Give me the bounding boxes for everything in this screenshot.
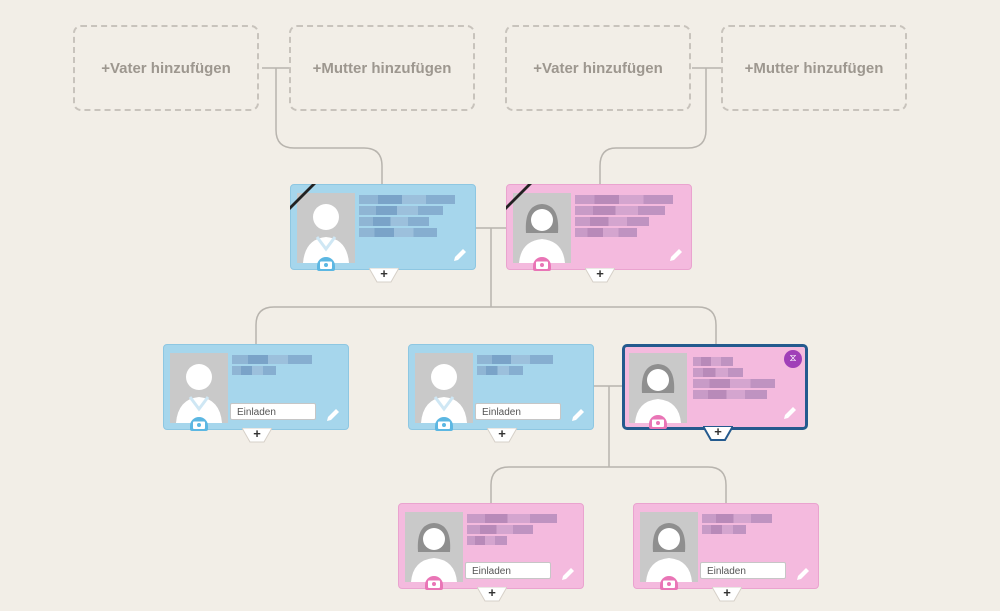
person-silhouette-icon	[513, 193, 571, 263]
plus-icon: +	[380, 266, 388, 281]
blurred-name	[359, 195, 467, 239]
pencil-icon[interactable]	[668, 247, 684, 263]
pencil-icon[interactable]	[452, 247, 468, 263]
add-relative-button[interactable]: +	[585, 266, 615, 284]
plus-icon: +	[596, 266, 604, 281]
add-relative-button[interactable]: +	[242, 426, 272, 444]
person-silhouette-icon	[629, 353, 687, 423]
camera-icon[interactable]	[317, 257, 335, 271]
blurred-name	[575, 195, 683, 239]
mourning-ribbon-icon	[506, 184, 532, 210]
person-card-grandmother[interactable]: +	[506, 184, 692, 283]
hourglass-icon: ⧖	[784, 350, 802, 368]
person-silhouette-icon	[415, 353, 473, 423]
plus-icon: +	[253, 426, 261, 441]
camera-icon[interactable]	[425, 576, 443, 590]
person-card-spouse-selected[interactable]: ⧖ +	[622, 344, 808, 441]
mourning-ribbon-icon	[290, 184, 316, 210]
person-card-child-1[interactable]: Einladen +	[163, 344, 349, 443]
add-father-button-right[interactable]: +Vater hinzufügen	[505, 25, 691, 111]
blurred-name	[693, 357, 801, 401]
add-relative-button[interactable]: +	[703, 424, 733, 442]
person-card-grandfather[interactable]: +	[290, 184, 476, 283]
blurred-name	[477, 355, 585, 377]
add-mother-button-right[interactable]: +Mutter hinzufügen	[721, 25, 907, 111]
person-silhouette-icon	[405, 512, 463, 582]
person-silhouette-icon	[170, 353, 228, 423]
blurred-name	[702, 514, 810, 536]
pencil-icon[interactable]	[795, 566, 811, 582]
invite-field[interactable]: Einladen	[465, 562, 551, 579]
person-card-grandchild-2[interactable]: Einladen +	[633, 503, 819, 602]
add-mother-button-left[interactable]: +Mutter hinzufügen	[289, 25, 475, 111]
plus-icon: +	[488, 585, 496, 600]
add-relative-button[interactable]: +	[487, 426, 517, 444]
invite-field[interactable]: Einladen	[700, 562, 786, 579]
camera-icon[interactable]	[660, 576, 678, 590]
person-silhouette-icon	[297, 193, 355, 263]
pencil-icon[interactable]	[560, 566, 576, 582]
plus-icon: +	[498, 426, 506, 441]
person-card-child-2[interactable]: Einladen +	[408, 344, 594, 443]
pencil-icon[interactable]	[782, 405, 798, 421]
camera-icon[interactable]	[435, 417, 453, 431]
add-relative-button[interactable]: +	[477, 585, 507, 603]
person-card-grandchild-1[interactable]: Einladen +	[398, 503, 584, 602]
add-father-button-left[interactable]: +Vater hinzufügen	[73, 25, 259, 111]
person-silhouette-icon	[640, 512, 698, 582]
camera-icon[interactable]	[533, 257, 551, 271]
invite-field[interactable]: Einladen	[475, 403, 561, 420]
blurred-name	[232, 355, 340, 377]
pencil-icon[interactable]	[570, 407, 586, 423]
add-relative-button[interactable]: +	[712, 585, 742, 603]
camera-icon[interactable]	[649, 415, 667, 429]
add-relative-button[interactable]: +	[369, 266, 399, 284]
blurred-name	[467, 514, 575, 547]
camera-icon[interactable]	[190, 417, 208, 431]
plus-icon: +	[723, 585, 731, 600]
pencil-icon[interactable]	[325, 407, 341, 423]
plus-icon: +	[714, 424, 722, 439]
invite-field[interactable]: Einladen	[230, 403, 316, 420]
